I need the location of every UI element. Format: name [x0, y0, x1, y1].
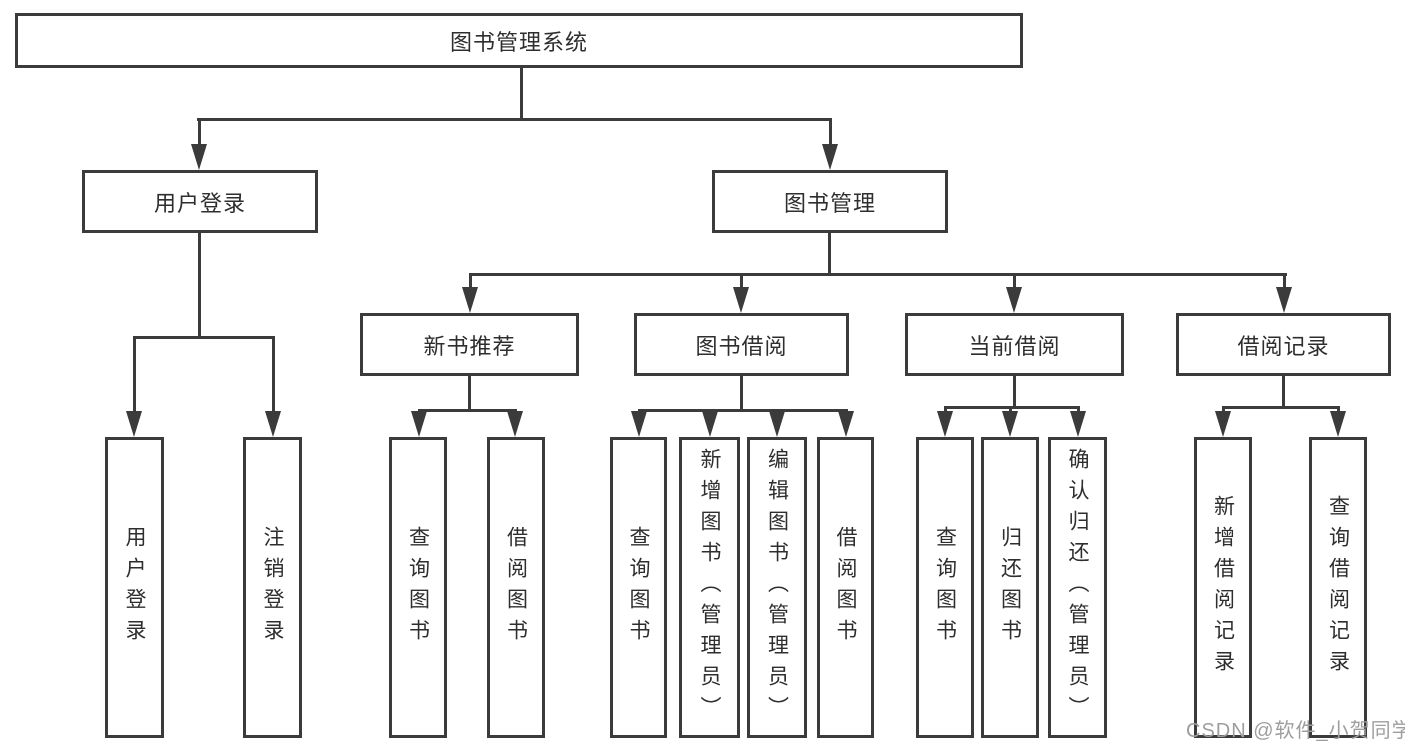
leaf-add-borrow-record: 新增借阅记录 — [1194, 437, 1252, 738]
arrow-down-icon — [838, 411, 854, 437]
arrow-down-icon — [1276, 287, 1292, 313]
connector-line — [469, 273, 472, 289]
leaf-add-books-admin: 新增图书（管理员） — [679, 437, 740, 738]
connector-line — [468, 376, 471, 411]
node-borrowing-records: 借阅记录 — [1176, 313, 1391, 376]
connector-line — [944, 406, 1080, 409]
arrow-down-icon — [1330, 411, 1346, 437]
connector-line — [1337, 406, 1340, 414]
arrow-down-icon — [1002, 411, 1018, 437]
node-root-label: 图书管理系统 — [449, 29, 588, 55]
leaf-query-books-borrowing-label: 查询图书 — [627, 525, 650, 650]
connector-line — [197, 118, 831, 121]
connector-line — [829, 118, 832, 148]
connector-line — [1282, 376, 1285, 409]
arrow-down-icon — [1070, 411, 1086, 437]
csdn-watermark: CSDN @软件_小贺同学 — [1186, 720, 1405, 742]
arrow-down-icon — [191, 144, 207, 170]
leaf-query-books-recommend: 查询图书 — [389, 437, 447, 738]
connector-line — [638, 409, 848, 412]
leaf-query-books-current: 查询图书 — [916, 437, 974, 738]
leaf-borrow-books-recommend-label: 借阅图书 — [504, 525, 528, 650]
connector-line — [133, 336, 275, 339]
leaf-add-books-admin-label: 新增图书（管理员） — [698, 448, 721, 727]
leaf-confirm-return-admin: 确认归还（管理员） — [1048, 437, 1107, 738]
arrow-down-icon — [411, 411, 427, 437]
arrow-down-icon — [1215, 411, 1231, 437]
connector-line — [272, 336, 275, 413]
node-book-management-label: 图书管理 — [783, 190, 876, 216]
arrow-down-icon — [507, 411, 523, 437]
leaf-edit-books-admin: 编辑图书（管理员） — [747, 437, 807, 738]
connector-line — [740, 273, 743, 289]
connector-line — [1009, 406, 1012, 414]
leaf-borrow-books-recommend: 借阅图书 — [487, 437, 545, 738]
leaf-borrow-books: 借阅图书 — [817, 437, 874, 738]
arrow-down-icon — [822, 144, 838, 170]
leaf-logout-label: 注销登录 — [261, 525, 284, 650]
connector-line — [828, 233, 831, 275]
leaf-query-books-recommend-label: 查询图书 — [406, 525, 430, 650]
arrow-down-icon — [769, 411, 785, 437]
leaf-return-books: 归还图书 — [981, 437, 1039, 738]
arrow-down-icon — [631, 411, 647, 437]
arrow-down-icon — [1006, 287, 1022, 313]
connector-line — [469, 273, 1287, 276]
connector-line — [740, 376, 743, 411]
connector-line — [1222, 406, 1225, 414]
leaf-query-borrow-record: 查询借阅记录 — [1309, 437, 1367, 738]
arrow-down-icon — [265, 411, 281, 437]
leaf-query-books-borrowing: 查询图书 — [610, 437, 667, 738]
leaf-confirm-return-admin-label: 确认归还（管理员） — [1066, 448, 1089, 727]
connector-line — [198, 118, 201, 148]
connector-line — [1013, 376, 1016, 409]
leaf-edit-books-admin-label: 编辑图书（管理员） — [765, 448, 789, 727]
connector-line — [1222, 406, 1340, 409]
connector-line — [418, 409, 517, 412]
connector-line — [520, 68, 523, 120]
node-user-login-label: 用户登录 — [153, 190, 246, 216]
leaf-logout: 注销登录 — [243, 437, 302, 738]
arrow-down-icon — [462, 287, 478, 313]
leaf-borrow-books-label: 借阅图书 — [834, 525, 857, 650]
connector-line — [1283, 273, 1286, 289]
arrow-down-icon — [937, 411, 953, 437]
connector-line — [198, 233, 201, 338]
arrow-down-icon — [733, 287, 749, 313]
node-new-book-recommend: 新书推荐 — [360, 313, 579, 376]
node-current-borrowing-label: 当前借阅 — [968, 333, 1061, 359]
leaf-query-books-current-label: 查询图书 — [933, 525, 957, 650]
leaf-user-login: 用户登录 — [105, 437, 164, 738]
node-borrowing-records-label: 借阅记录 — [1237, 333, 1330, 359]
leaf-query-borrow-record-label: 查询借阅记录 — [1326, 494, 1350, 681]
arrow-down-icon — [126, 411, 142, 437]
node-new-book-recommend-label: 新书推荐 — [423, 333, 516, 359]
node-book-borrowing-label: 图书借阅 — [695, 333, 788, 359]
node-book-borrowing: 图书借阅 — [634, 313, 849, 376]
node-current-borrowing: 当前借阅 — [905, 313, 1124, 376]
connector-line — [944, 406, 947, 414]
arrow-down-icon — [702, 411, 718, 437]
connector-line — [133, 336, 136, 413]
connector-line — [1077, 406, 1080, 414]
leaf-add-borrow-record-label: 新增借阅记录 — [1211, 494, 1235, 681]
leaf-return-books-label: 归还图书 — [998, 525, 1022, 650]
node-user-login: 用户登录 — [82, 170, 318, 233]
node-root: 图书管理系统 — [15, 13, 1023, 68]
leaf-user-login-label: 用户登录 — [123, 525, 146, 650]
node-book-management: 图书管理 — [712, 170, 948, 233]
connector-line — [1013, 273, 1016, 289]
